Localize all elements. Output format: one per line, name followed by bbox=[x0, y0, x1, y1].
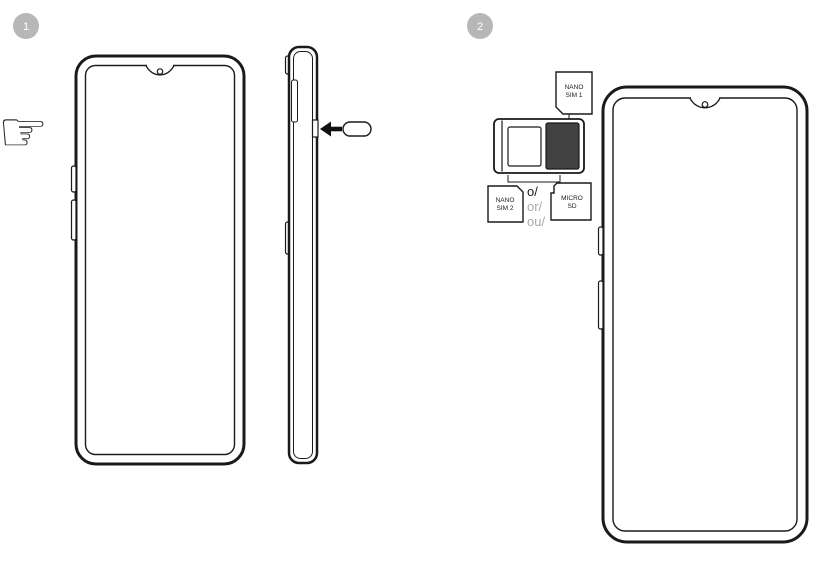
sim-tray-side-profile bbox=[291, 79, 298, 123]
phone-screen bbox=[612, 97, 798, 532]
step-1-badge: 1 bbox=[13, 13, 39, 39]
card-label-line1: MICRO bbox=[561, 195, 583, 202]
alternatives-label: o/ or/ ou/ bbox=[527, 184, 545, 229]
power-button bbox=[597, 280, 604, 330]
volume-button bbox=[597, 226, 604, 256]
screen-notch bbox=[145, 63, 175, 76]
card-label-line1: NANO bbox=[565, 84, 584, 91]
side-inner-outline bbox=[293, 51, 313, 459]
alternative-option-3: ou/ bbox=[527, 214, 545, 229]
phone-front-view bbox=[70, 54, 246, 466]
nano-sim-1-card: NANO SIM 1 bbox=[555, 71, 593, 115]
pointing-hand-icon: ☞ bbox=[0, 100, 48, 165]
step-2-panel: 2 NANO SIM 1 NANO SIM 2 o/ or/ bbox=[467, 13, 809, 544]
notch-cover bbox=[147, 63, 173, 67]
options-bracket bbox=[507, 175, 561, 183]
phone-screen bbox=[84, 64, 236, 456]
step-2-badge: 2 bbox=[467, 13, 493, 39]
alternative-option-1: o/ bbox=[527, 184, 538, 199]
step-badge-number: 1 bbox=[23, 21, 29, 33]
tray-slot-right-sim-installed bbox=[545, 122, 580, 170]
alternative-option-2: or/ bbox=[527, 199, 543, 214]
phone-front-view bbox=[597, 85, 809, 544]
eject-pin-handle bbox=[342, 121, 372, 137]
volume-button bbox=[70, 165, 77, 193]
card-label-line1: NANO bbox=[496, 197, 515, 204]
front-camera-icon bbox=[156, 68, 164, 75]
sim-tray bbox=[493, 118, 585, 174]
eject-arrow-icon bbox=[320, 121, 331, 137]
sim-eject-tool bbox=[320, 121, 372, 137]
nano-sim-2-card: NANO SIM 2 bbox=[487, 185, 524, 223]
step-badge-number: 2 bbox=[477, 21, 483, 33]
card-label-line2: SD bbox=[567, 203, 576, 210]
sim-slot-opening bbox=[311, 119, 319, 138]
card-label-line2: SIM 1 bbox=[566, 92, 583, 99]
step-1-panel: 1 ☞ bbox=[0, 13, 372, 466]
tray-slot-left bbox=[507, 126, 542, 167]
step-badge-circle bbox=[467, 13, 493, 39]
micro-sd-card: MICRO SD bbox=[550, 182, 592, 221]
card-outline bbox=[487, 185, 524, 223]
power-button bbox=[70, 199, 77, 241]
front-camera-icon bbox=[701, 101, 709, 108]
step-badge-circle bbox=[13, 13, 39, 39]
screen-notch bbox=[689, 96, 721, 109]
card-outline bbox=[550, 182, 592, 221]
phone-side-view bbox=[284, 45, 319, 465]
card-label-line2: SIM 2 bbox=[497, 205, 514, 212]
card-outline bbox=[555, 71, 593, 115]
eject-arrow-shaft bbox=[329, 126, 342, 132]
